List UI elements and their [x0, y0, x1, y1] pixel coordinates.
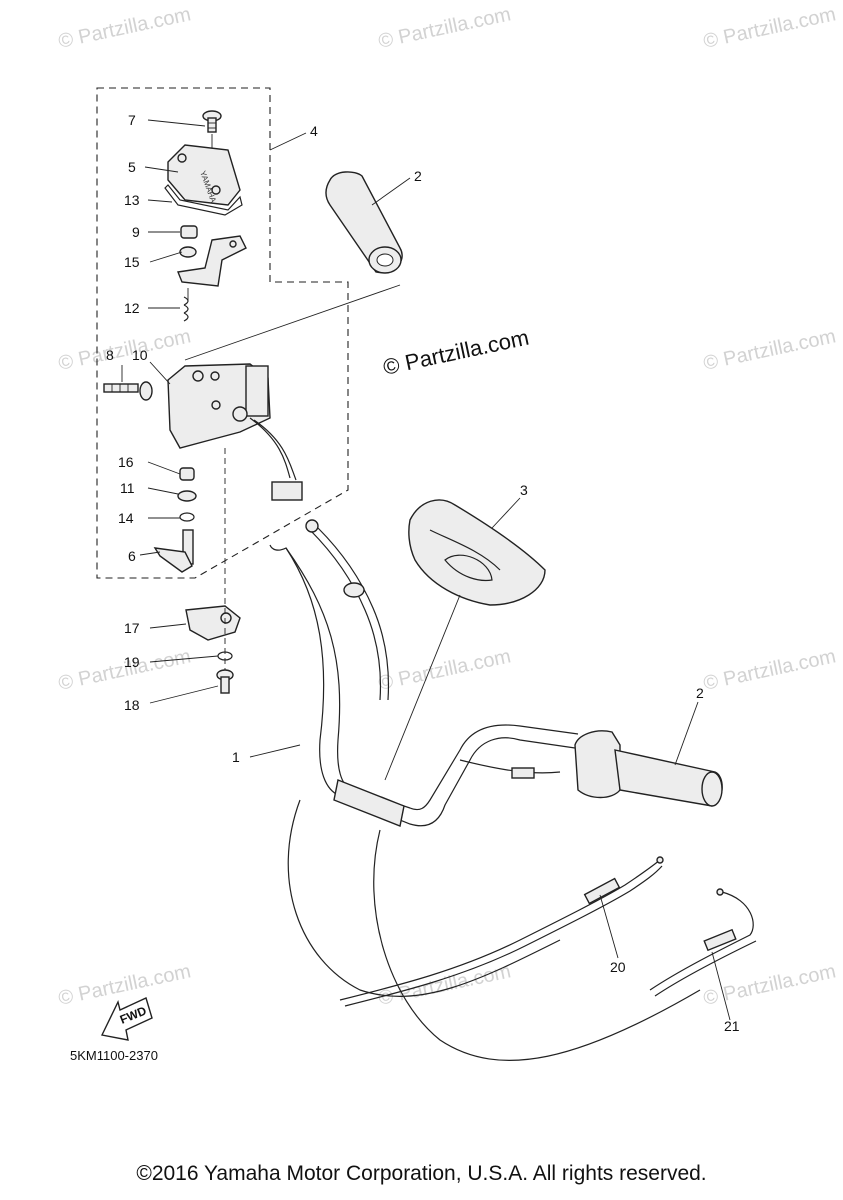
- throttle-lever-part-6: [153, 529, 194, 573]
- callout-3: 3: [520, 482, 528, 498]
- lever-plate-part-15: [177, 235, 247, 287]
- screw-part-7: [202, 110, 222, 133]
- throttle-cable-upper: [309, 529, 382, 701]
- collar-part-16: [179, 467, 195, 481]
- callout-7: 7: [128, 112, 136, 128]
- callout-labels: 7 5 13 9 15 12 8 10 16 11 14 6 17 19 18 …: [106, 112, 740, 1034]
- callout-4: 4: [310, 123, 318, 139]
- switch-housing-part-10: [167, 363, 271, 449]
- callout-8: 8: [106, 347, 114, 363]
- callout-21: 21: [724, 1018, 740, 1034]
- bolt-part-8: [103, 381, 153, 401]
- callout-2-right: 2: [696, 685, 704, 701]
- handlebar-pad-part-3: [408, 499, 546, 606]
- cable-loop-left: [287, 799, 561, 997]
- watermark-4: © Partzilla.com: [56, 325, 192, 375]
- switch-assembly-boundary: [96, 87, 349, 579]
- callout-5: 5: [128, 159, 136, 175]
- watermark-7: © Partzilla.com: [376, 645, 512, 695]
- callout-9: 9: [132, 224, 140, 240]
- copyright-notice: ©2016 Yamaha Motor Corporation, U.S.A. A…: [136, 1162, 707, 1185]
- nut-part-9: [180, 225, 198, 239]
- cable-loop-right: [373, 829, 701, 1061]
- watermark-6: © Partzilla.com: [56, 645, 192, 695]
- switch-cover-part-5: YAMAHA: [167, 144, 241, 206]
- watermark-1: © Partzilla.com: [56, 3, 192, 53]
- callout-11: 11: [120, 480, 135, 496]
- callout-18: 18: [124, 697, 140, 713]
- throttle-cable-part-21: [649, 888, 757, 997]
- callout-2-left: 2: [414, 168, 422, 184]
- watermark-8: © Partzilla.com: [701, 645, 837, 695]
- callout-19: 19: [124, 654, 140, 670]
- cable-end: [305, 519, 319, 533]
- callout-6: 6: [128, 548, 136, 564]
- leader-lines: [121, 119, 731, 1021]
- handlebar-part-1: [269, 544, 579, 827]
- left-grip-part-2: [325, 171, 403, 274]
- watermark-center: © Partzilla.com: [381, 325, 531, 380]
- gasket-part-13: [164, 184, 243, 216]
- diagram-code: 5KM1100-2370: [70, 1048, 158, 1063]
- throttle-cable-part-20: [339, 856, 664, 1007]
- cable-adjuster: [343, 582, 365, 598]
- callout-12: 12: [124, 300, 140, 316]
- clamp-part-17: [185, 605, 241, 641]
- spring-part-12: [183, 296, 189, 322]
- callout-14: 14: [118, 510, 134, 526]
- callout-16: 16: [118, 454, 134, 470]
- callout-10: 10: [132, 347, 148, 363]
- watermark-5: © Partzilla.com: [701, 325, 837, 375]
- callout-20: 20: [610, 959, 626, 975]
- washer-part-11: [177, 490, 197, 502]
- watermark-2: © Partzilla.com: [376, 3, 512, 53]
- wire-connector: [271, 481, 303, 501]
- right-grip-part-2: [574, 730, 723, 807]
- callout-17: 17: [124, 620, 140, 636]
- forward-arrow-icon: FWD: [100, 997, 153, 1041]
- screw-part-18: [216, 669, 234, 694]
- right-throttle-cable: [459, 759, 561, 774]
- watermark-11: © Partzilla.com: [701, 960, 837, 1010]
- right-cable-fitting: [511, 767, 535, 779]
- callout-1: 1: [232, 749, 240, 765]
- watermark-9: © Partzilla.com: [56, 960, 192, 1010]
- switch-wire: [249, 417, 297, 481]
- callout-13: 13: [124, 192, 140, 208]
- watermark-3: © Partzilla.com: [701, 3, 837, 53]
- callout-15: 15: [124, 254, 140, 270]
- washer-part-14: [179, 512, 195, 522]
